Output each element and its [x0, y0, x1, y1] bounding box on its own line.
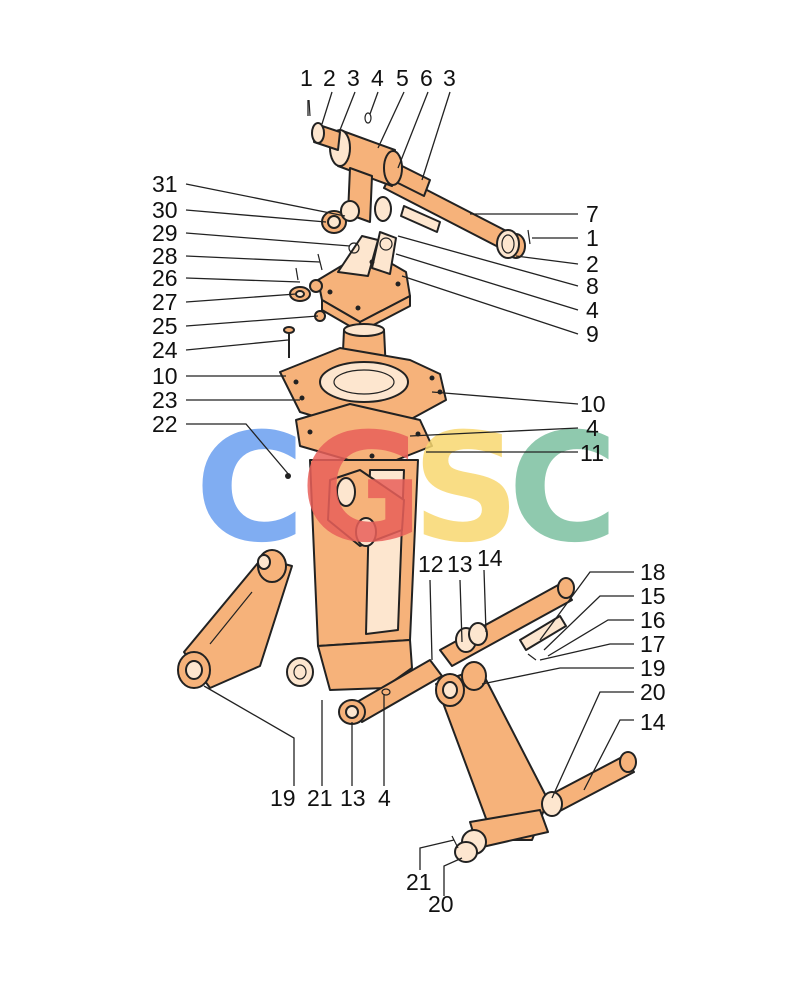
turntable-plate-lower — [295, 403, 433, 469]
clevis-bracket — [317, 231, 411, 333]
left-end-bushing — [308, 99, 341, 151]
callout-1-top: 1 — [300, 65, 313, 91]
callout-19-right: 19 — [640, 655, 666, 681]
callout-20-right: 20 — [640, 679, 666, 705]
small-bushing — [321, 200, 360, 234]
callout-21-bottom: 21 — [307, 785, 333, 811]
callout-9: 9 — [586, 321, 599, 347]
callout-labels: 1 2 3 4 5 6 3 7 1 2 8 4 9 31 30 29 28 26… — [152, 65, 666, 917]
callout-11: 11 — [580, 440, 604, 466]
callout-28: 28 — [152, 243, 178, 269]
long-upper-pin — [439, 577, 575, 667]
bolt — [283, 326, 295, 358]
callout-6: 6 — [420, 65, 433, 91]
right-swing-arm — [435, 661, 549, 855]
watermark-letter-1: C — [195, 402, 305, 576]
callout-3-top-right: 3 — [443, 65, 456, 91]
callout-22: 22 — [152, 411, 178, 437]
watermark-letter-2: G — [300, 402, 423, 576]
callout-4-right-middle: 4 — [586, 415, 599, 441]
callout-21-lower: 21 — [406, 869, 432, 895]
callout-19-bottom: 19 — [270, 785, 296, 811]
callout-23: 23 — [152, 387, 178, 413]
callout-4-top: 4 — [371, 65, 384, 91]
parts-illustration — [177, 99, 637, 863]
callout-13-bottom: 13 — [340, 785, 366, 811]
main-column — [285, 459, 419, 691]
callout-1-right: 1 — [586, 225, 599, 251]
callout-15: 15 — [640, 583, 666, 609]
callout-27: 27 — [152, 289, 178, 315]
callout-26: 26 — [152, 265, 178, 291]
callout-7: 7 — [586, 201, 599, 227]
callout-25: 25 — [152, 313, 178, 339]
callout-4-bottom: 4 — [378, 785, 391, 811]
left-swing-arm — [177, 549, 293, 689]
callout-13-upper: 13 — [447, 551, 473, 577]
callout-2-top: 2 — [323, 65, 336, 91]
callout-8: 8 — [586, 273, 599, 299]
watermark-letter-3: S — [412, 402, 520, 576]
callout-2-right: 2 — [586, 251, 599, 277]
callout-17: 17 — [640, 631, 666, 657]
watermark: C G S C — [195, 402, 618, 576]
callout-14-upper: 14 — [477, 545, 503, 571]
callout-4-right-upper: 4 — [586, 297, 599, 323]
callout-10-right: 10 — [580, 391, 606, 417]
callout-29: 29 — [152, 220, 178, 246]
callout-24: 24 — [152, 337, 178, 363]
leader-lines — [185, 91, 634, 896]
callout-18: 18 — [640, 559, 666, 585]
lower-right-pin — [541, 751, 637, 817]
callout-12: 12 — [418, 551, 444, 577]
callout-10-left: 10 — [152, 363, 178, 389]
small-washers — [289, 253, 326, 322]
callout-3-top: 3 — [347, 65, 360, 91]
callout-5: 5 — [396, 65, 409, 91]
callout-30: 30 — [152, 197, 178, 223]
callout-16: 16 — [640, 607, 666, 633]
bottom-washer — [451, 835, 478, 863]
right-shaft-collar — [496, 229, 531, 259]
callout-14-lower: 14 — [640, 709, 666, 735]
callout-31: 31 — [152, 171, 178, 197]
callout-20-lower: 20 — [428, 891, 454, 917]
